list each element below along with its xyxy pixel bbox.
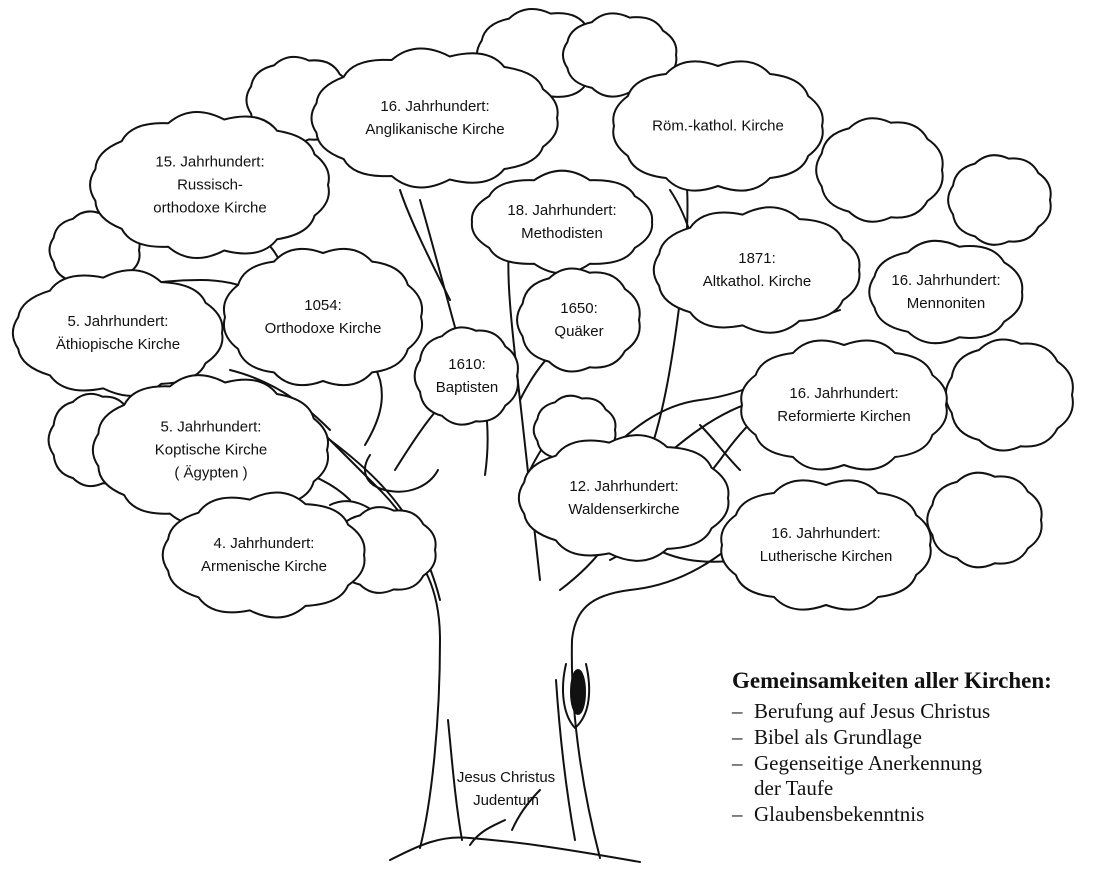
foliage-cloud: [947, 154, 1052, 246]
church-cloud-lutherisch: [720, 479, 932, 611]
church-label-reformiert: 16. Jahrhundert: Reformierte Kirchen: [777, 382, 910, 428]
church-label-quaeker: 1650: Quäker: [554, 297, 603, 343]
church-label-baptisten: 1610: Baptisten: [436, 353, 499, 399]
limb: [229, 369, 331, 431]
church-cloud-roemisch: [612, 60, 824, 192]
church-cloud-reformiert: [740, 339, 948, 471]
knot-ring: [562, 663, 591, 729]
limb: [699, 424, 741, 471]
church-label-aethiopisch: 5. Jahrhundert: Äthiopische Kirche: [56, 310, 180, 356]
church-label-waldenser: 12. Jahrhundert: Waldenserkirche: [568, 475, 679, 521]
church-label-line: 1871:: [738, 250, 776, 267]
legend-item: –Gegenseitige Anerkennung: [732, 750, 1052, 776]
church-label-line: 16. Jahrhundert:: [891, 272, 1001, 289]
bark-line: [555, 679, 576, 841]
church-cloud-waldenser: [517, 434, 730, 562]
foliage-cloud: [926, 471, 1043, 569]
church-label-line: 1650:: [560, 300, 598, 317]
church-cloud-quaeker: [516, 267, 641, 373]
church-cloud-methodisten: [470, 169, 654, 275]
church-label-koptisch: 5. Jahrhundert: Koptische Kirche ( Ägypten…: [155, 416, 268, 485]
church-label-line: Mennoniten: [906, 295, 986, 312]
church-label-anglikanisch: 16. Jahrhundert: Anglikanische Kirche: [365, 95, 504, 141]
legend-item-text: Berufung auf Jesus Christus: [754, 699, 991, 723]
church-label-line: 5. Jahrhundert:: [67, 313, 169, 330]
bark-line: [447, 719, 463, 841]
church-cloud-orthodox: [222, 247, 424, 387]
church-label-altkathol: 1871: Altkathol. Kirche: [703, 247, 811, 293]
church-cloud-altkathol: [652, 206, 861, 334]
trunk-label-line-2: Judentum: [473, 792, 539, 809]
church-cloud-aethiopisch: [11, 269, 224, 397]
trunk-base: [389, 836, 641, 863]
legend-item-text: Bibel als Grundlage: [754, 725, 922, 749]
church-label-line: 1054:: [304, 297, 342, 314]
legend-item-text: der Taufe: [754, 776, 834, 800]
church-label-line: Lutherische Kirchen: [759, 548, 893, 565]
trunk-label: Jesus Christus Judentum: [457, 766, 555, 812]
legend-bullet: –: [732, 751, 743, 775]
legend-title: Gemeinsamkeiten aller Kirchen:: [732, 668, 1052, 693]
legend-bullet: –: [732, 699, 743, 723]
church-label-line: ( Ägypten ): [174, 464, 248, 482]
church-label-line: Altkathol. Kirche: [702, 273, 812, 290]
church-label-line: Methodisten: [521, 225, 603, 242]
legend-item-continuation: der Taufe: [732, 775, 1052, 801]
church-cloud-anglikanisch: [310, 47, 559, 189]
church-label-lutherisch: 16. Jahrhundert: Lutherische Kirchen: [760, 522, 893, 568]
church-label-line: 18. Jahrhundert:: [507, 202, 617, 219]
church-label-line: 1610:: [448, 356, 486, 373]
church-label-line: Orthodoxe Kirche: [264, 320, 382, 337]
church-label-line: Äthiopische Kirche: [55, 336, 181, 353]
legend-item-text: Glaubensbekenntnis: [754, 802, 925, 826]
legend-item: –Bibel als Grundlage: [732, 724, 1052, 750]
church-label-line: Anglikanische Kirche: [365, 121, 505, 138]
bark-line: [511, 789, 541, 831]
church-cloud-russisch: [89, 111, 330, 259]
church-label-mennoniten: 16. Jahrhundert: Mennoniten: [891, 269, 1000, 315]
church-label-line: 4. Jahrhundert:: [213, 535, 315, 552]
legend-item: –Berufung auf Jesus Christus: [732, 698, 1052, 724]
legend-list: –Berufung auf Jesus Christus –Bibel als …: [732, 698, 1052, 827]
legend-bullet: –: [732, 725, 743, 749]
church-label-methodisten: 18. Jahrhundert: Methodisten: [507, 199, 616, 245]
church-label-orthodox: 1054: Orthodoxe Kirche: [265, 294, 382, 340]
church-label-russisch: 15. Jahrhundert: Russisch-orthodoxe Kirch…: [153, 151, 266, 220]
foliage-cloud: [944, 338, 1074, 452]
foliage-clouds: [11, 8, 1074, 619]
church-label-line: 5. Jahrhundert:: [160, 418, 262, 436]
church-cloud-mennoniten: [868, 239, 1024, 345]
church-label-line: 16. Jahrhundert:: [380, 98, 490, 115]
legend: Gemeinsamkeiten aller Kirchen: –Berufung…: [732, 666, 1052, 827]
church-label-line: 12. Jahrhundert:: [569, 478, 679, 495]
trunk-label-line-1: Jesus Christus: [456, 769, 556, 786]
bark-line: [469, 819, 506, 846]
legend-item-text: Gegenseitige Anerkennung: [754, 751, 983, 775]
church-label-line: Quäker: [554, 323, 604, 340]
church-cloud-baptisten: [413, 326, 519, 426]
limb: [364, 454, 439, 493]
church-label-line: 16. Jahrhundert:: [789, 385, 899, 402]
legend-item: –Glaubensbekenntnis: [732, 801, 1052, 827]
church-label-line: Reformierte Kirchen: [777, 408, 911, 425]
church-label-line: Koptische Kirche: [154, 441, 268, 459]
church-label-line: Russisch-: [177, 176, 243, 194]
trunk-knot: [570, 669, 586, 715]
church-label-line: Waldenserkirche: [568, 501, 680, 518]
trunk-right-edge: [570, 519, 761, 859]
church-label-line: Armenische Kirche: [201, 558, 327, 575]
church-label-roemisch: Röm.-kathol. Kirche: [652, 115, 784, 138]
limb: [399, 189, 451, 301]
foliage-cloud: [815, 117, 944, 223]
church-label-line: Röm.-kathol. Kirche: [652, 117, 784, 135]
church-label-line: orthodoxe Kirche: [153, 199, 267, 217]
church-cloud-armenisch: [161, 491, 366, 619]
church-label-armenisch: 4. Jahrhundert: Armenische Kirche: [201, 532, 327, 578]
legend-bullet: –: [732, 802, 743, 826]
church-label-line: Baptisten: [435, 379, 499, 396]
church-label-line: 16. Jahrhundert:: [771, 525, 881, 542]
church-label-line: 15. Jahrhundert:: [155, 153, 265, 171]
